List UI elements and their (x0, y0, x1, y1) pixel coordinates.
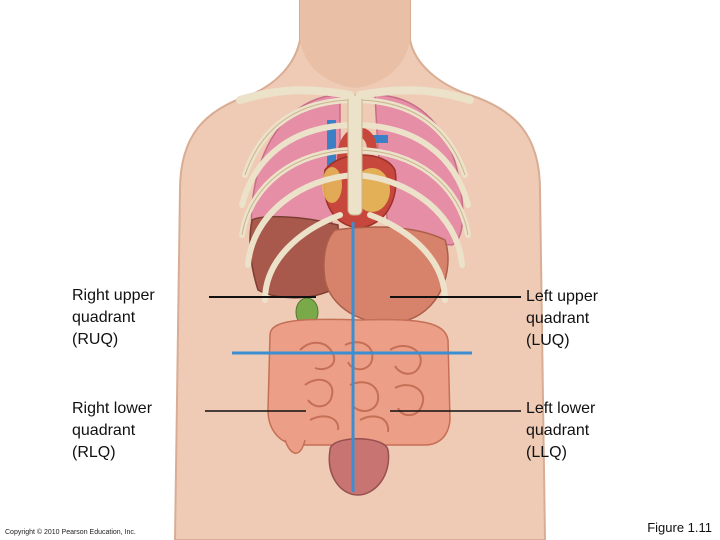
llq-label: Left lower quadrant (LLQ) (526, 398, 595, 464)
ruq-label-line-1: Right upper (72, 287, 155, 304)
neck (300, 0, 410, 88)
rlq-label-line-2: quadrant (72, 422, 136, 439)
llq-label-line-3: (LLQ) (526, 444, 567, 461)
luq-label-line-1: Left upper (526, 288, 599, 305)
rlq-label-line-3: (RLQ) (72, 444, 116, 461)
ruq-label-line-2: quadrant (72, 309, 136, 326)
pericardial-fat-right (322, 167, 342, 203)
rlq-label-line-1: Right lower (72, 400, 153, 417)
llq-label-line-2: quadrant (526, 422, 590, 439)
left-clavicle (356, 86, 474, 104)
copyright-notice: Copyright © 2010 Pearson Education, Inc. (5, 529, 136, 536)
llq-label-line-1: Left lower (526, 400, 596, 417)
luq-label-line-3: (LUQ) (526, 332, 570, 349)
rlq-label: Right lower quadrant (RLQ) (72, 398, 152, 464)
luq-label: Left upper quadrant (LUQ) (526, 286, 598, 352)
right-clavicle (236, 86, 354, 104)
pulmonary-vein (370, 135, 388, 143)
rib-outline (241, 99, 469, 236)
figure-number: Figure 1.11 (647, 520, 712, 535)
urinary-bladder (328, 438, 390, 496)
sternum (347, 94, 363, 216)
appendix (284, 439, 306, 454)
luq-label-line-2: quadrant (526, 310, 590, 327)
ruq-label: Right upper quadrant (RUQ) (72, 285, 155, 351)
ruq-label-line-3: (RUQ) (72, 331, 119, 348)
